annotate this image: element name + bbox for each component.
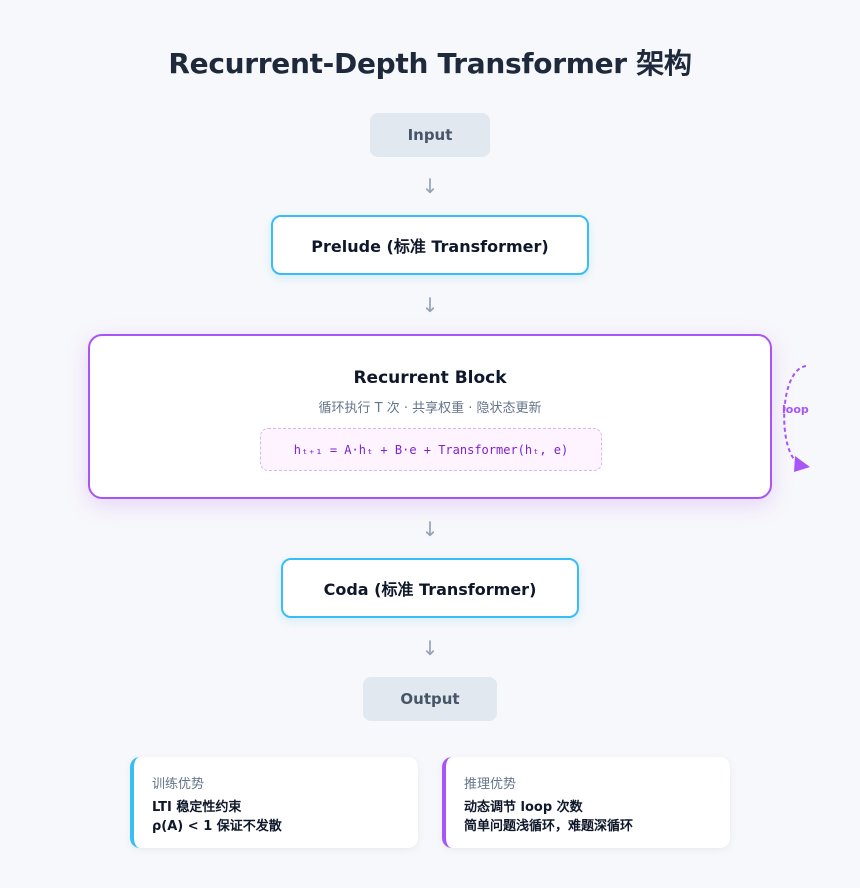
down-arrow-icon: ↓ xyxy=(421,174,439,198)
loop-arrow-icon xyxy=(783,365,810,472)
recurrent-block-subtitle: 循环执行 T 次 · 共享权重 · 隐状态更新 xyxy=(318,401,542,416)
output-node: Output xyxy=(363,677,497,721)
training-advantage-card: 训练优势 LTI 稳定性约束 ρ(A) < 1 保证不发散 xyxy=(130,757,418,848)
recurrent-block-node: Recurrent Block 循环执行 T 次 · 共享权重 · 隐状态更新 … xyxy=(88,334,772,499)
down-arrow-icon: ↓ xyxy=(421,636,439,660)
recurrent-block-title: Recurrent Block xyxy=(353,368,507,388)
card-line: LTI 稳定性约束 xyxy=(152,800,242,815)
card-line: ρ(A) < 1 保证不发散 xyxy=(152,819,282,834)
page-title: Recurrent-Depth Transformer 架构 xyxy=(168,47,692,80)
down-arrow-icon: ↓ xyxy=(421,293,439,317)
card-line: 动态调节 loop 次数 xyxy=(464,800,583,815)
card-heading: 推理优势 xyxy=(464,777,517,792)
card-line: 简单问题浅循环，难题深循环 xyxy=(464,819,634,834)
prelude-node: Prelude (标准 Transformer) xyxy=(271,215,589,275)
down-arrow-icon: ↓ xyxy=(421,517,439,541)
loop-label: loop xyxy=(782,403,809,416)
recurrent-formula: hₜ₊₁ = A·hₜ + B·e + Transformer(hₜ, e) xyxy=(260,428,602,471)
inference-advantage-card: 推理优势 动态调节 loop 次数 简单问题浅循环，难题深循环 xyxy=(442,757,730,848)
coda-node: Coda (标准 Transformer) xyxy=(281,558,579,618)
input-node: Input xyxy=(370,113,490,157)
card-heading: 训练优势 xyxy=(152,777,205,792)
